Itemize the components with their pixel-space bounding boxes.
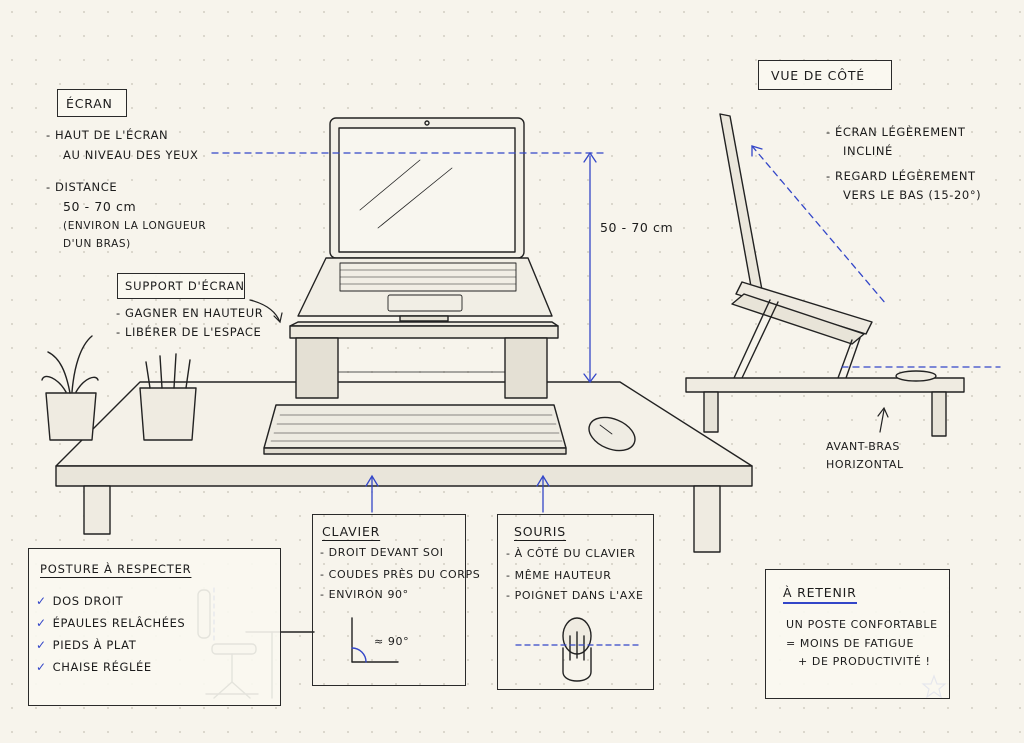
stand-note-1: - GAGNER EN HAUTEUR <box>116 306 264 320</box>
screen-note-5: (ENVIRON LA LONGUEUR <box>63 220 207 232</box>
keyboard-note-1: - DROIT DEVANT SOI <box>320 546 444 559</box>
posture-item-1: ✓DOS DROIT <box>36 594 124 608</box>
mouse-box <box>497 514 654 690</box>
check-icon: ✓ <box>36 638 47 652</box>
desk-keyboard <box>263 404 567 455</box>
gaze-line <box>751 145 887 305</box>
plant-icon <box>41 335 99 441</box>
remember-box <box>765 569 950 699</box>
forearm-label-2: HORIZONTAL <box>826 458 904 471</box>
keyboard-title: CLAVIER <box>322 524 381 539</box>
stand-note-2: - LIBÉRER DE L'ESPACE <box>116 325 262 339</box>
remember-title: À RETENIR <box>783 585 857 604</box>
distance-label: 50 - 70 cm <box>600 220 674 235</box>
remember-line-3: + DE PRODUCTIVITÉ ! <box>798 655 931 668</box>
stand-title: SUPPORT D'ÉCRAN <box>125 279 245 293</box>
side-view-note-4: VERS LE BAS (15-20°) <box>843 188 982 202</box>
pen-cup-icon <box>139 353 197 441</box>
check-icon: ✓ <box>36 594 47 608</box>
side-view-sketch <box>685 113 965 437</box>
side-view-note-2: INCLINÉ <box>843 144 893 158</box>
mouse-title: SOURIS <box>514 524 567 539</box>
keyboard-note-2: - COUDES PRÈS DU CORPS <box>320 568 481 581</box>
stand-title-box <box>117 273 245 299</box>
side-view-note-1: - ÉCRAN LÉGÈREMENT <box>826 125 966 139</box>
screen-title-box <box>57 89 127 117</box>
mouse-note-3: - POIGNET DANS L'AXE <box>506 589 644 602</box>
side-view-note-3: - REGARD LÉGÈREMENT <box>826 169 976 183</box>
screen-note-4: 50 - 70 cm <box>63 199 137 214</box>
keyboard-box <box>312 514 466 686</box>
check-icon: ✓ <box>36 616 47 630</box>
screen-note-6: D'UN BRAS) <box>63 238 131 250</box>
screen-title: ÉCRAN <box>66 96 113 111</box>
side-view-title: VUE DE CÔTÉ <box>771 68 865 83</box>
screen-note-3: - DISTANCE <box>46 180 118 194</box>
screen-note-1: - HAUT DE L'ÉCRAN <box>46 128 169 142</box>
posture-title: POSTURE À RESPECTER <box>40 562 192 576</box>
angle-label: ≈ 90° <box>374 635 410 648</box>
posture-box <box>28 548 281 706</box>
laptop <box>297 117 553 322</box>
posture-item-2: ✓ÉPAULES RELÂCHÉES <box>36 616 186 630</box>
keyboard-note-3: - ENVIRON 90° <box>320 588 409 601</box>
remember-line-2: = MOINS DE FATIGUE <box>786 637 915 650</box>
posture-item-4: ✓CHAISE RÉGLÉE <box>36 660 152 674</box>
elbow-angle-icon <box>351 617 399 663</box>
mouse-note-1: - À CÔTÉ DU CLAVIER <box>506 547 636 560</box>
posture-item-3: ✓PIEDS À PLAT <box>36 638 137 652</box>
remember-line-1: UN POSTE CONFORTABLE <box>786 618 938 631</box>
forearm-label-1: AVANT-BRAS <box>826 440 900 453</box>
monitor-stand <box>289 321 559 399</box>
mouse-note-2: - MÊME HAUTEUR <box>506 569 612 582</box>
screen-note-2: AU NIVEAU DES YEUX <box>63 148 199 162</box>
side-view-title-box <box>758 60 892 90</box>
check-icon: ✓ <box>36 660 47 674</box>
